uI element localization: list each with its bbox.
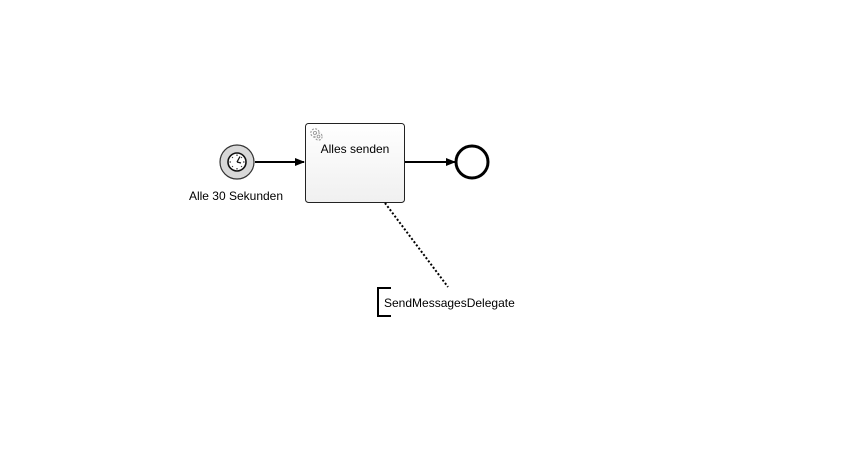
text-annotation-bracket[interactable] — [377, 287, 391, 317]
text-annotation-label: SendMessagesDelegate — [384, 296, 515, 310]
gear-icon — [310, 128, 323, 141]
service-task[interactable] — [305, 123, 405, 203]
end-event[interactable] — [454, 144, 490, 180]
timer-start-event[interactable] — [219, 144, 255, 180]
clock-icon — [227, 152, 247, 172]
service-task-label: Alles senden — [320, 142, 390, 156]
association-line[interactable] — [384, 202, 449, 288]
timer-start-event-label: Alle 30 Sekunden — [188, 189, 284, 203]
